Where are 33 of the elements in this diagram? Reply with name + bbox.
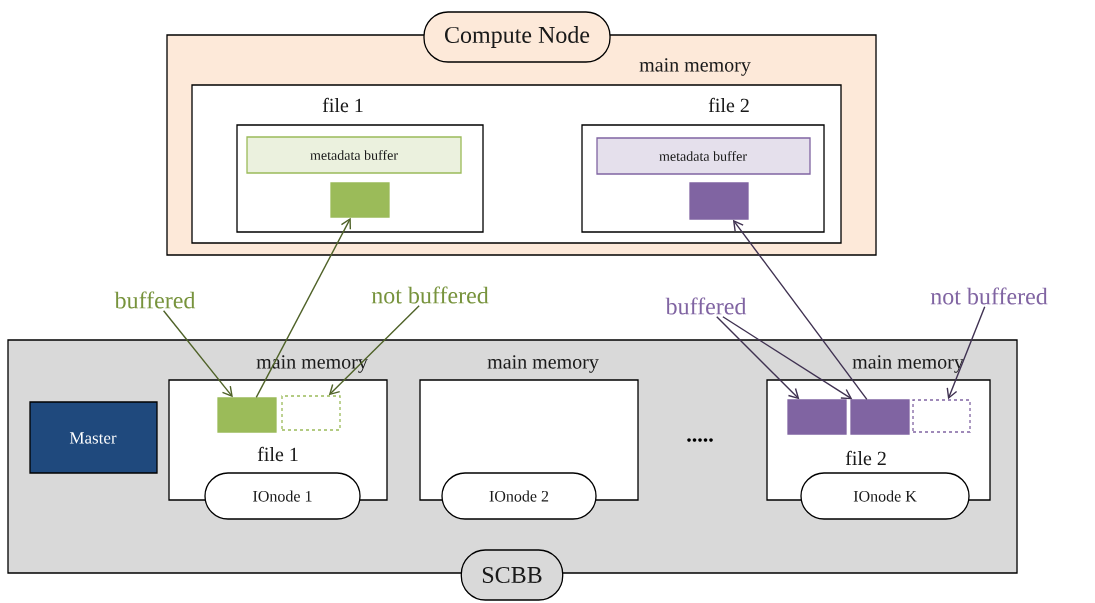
arrow: [946, 306, 986, 400]
arrow: [255, 217, 351, 399]
annotation-text: not buffered: [930, 287, 1048, 305]
ionode-pill: IOnode 2: [441, 472, 597, 520]
heading-text: file 2: [708, 97, 749, 113]
arrow: [716, 316, 800, 400]
buffer-block: [330, 182, 390, 218]
box-text: file 1: [257, 446, 298, 462]
empty-buffer-block: [912, 399, 971, 433]
box-text: file 2: [845, 450, 886, 466]
heading-text: main memory: [487, 355, 599, 373]
metadata-buffer-box: metadata buffer: [596, 137, 811, 175]
arrow: [162, 310, 233, 398]
buffer-block: [787, 399, 847, 435]
heading-text: main memory: [639, 58, 751, 76]
heading-pill: Compute Node: [423, 11, 611, 63]
ionode-pill: IOnode 1: [204, 472, 361, 520]
annotation-text: buffered: [114, 291, 196, 309]
empty-buffer-block: [281, 395, 341, 431]
heading-pill: SCBB: [460, 549, 564, 601]
arrow: [328, 305, 420, 396]
heading-text: file 1: [322, 97, 363, 113]
master-box: Master: [29, 401, 158, 474]
ionode-pill: IOnode K: [800, 472, 970, 520]
arrow: [732, 219, 868, 401]
ellipsis-dots: .....: [687, 438, 713, 442]
buffer-block: [217, 397, 277, 433]
metadata-buffer-box: metadata buffer: [246, 136, 462, 174]
arrow: [722, 316, 853, 400]
buffer-block: [689, 182, 749, 220]
annotation-text: buffered: [665, 297, 747, 315]
annotation-text: not buffered: [371, 286, 489, 304]
buffer-block: [850, 399, 910, 435]
